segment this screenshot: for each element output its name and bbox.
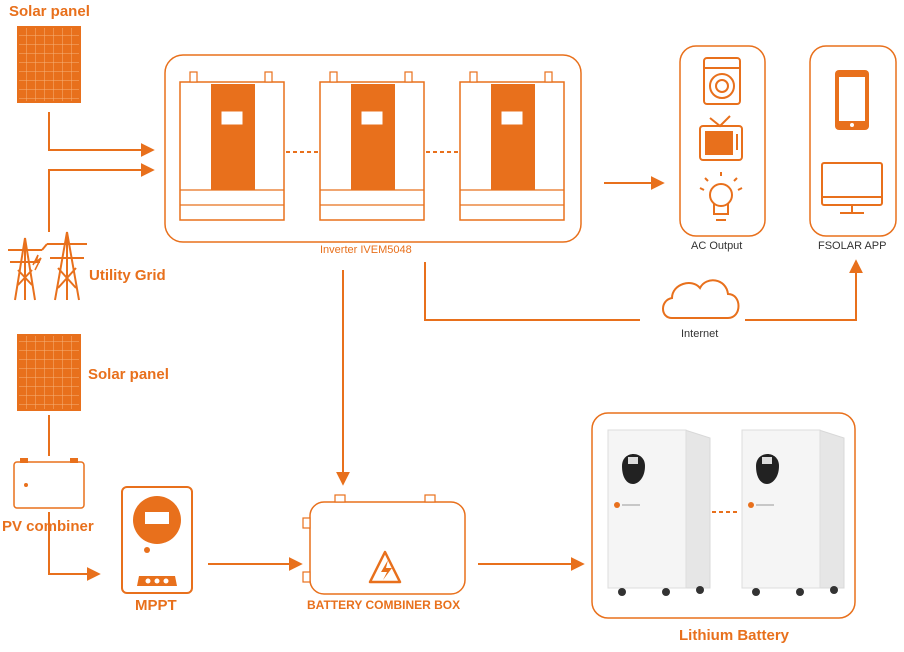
ac-output-frame	[679, 45, 766, 237]
fsolar-app-frame	[809, 45, 897, 237]
lithium-battery-label: Lithium Battery	[679, 627, 790, 644]
smartphone-icon	[835, 70, 869, 130]
washing-machine-icon	[703, 57, 741, 105]
inverter-unit	[319, 71, 425, 221]
left-connectors	[48, 112, 155, 581]
lithium-battery-frame	[591, 412, 856, 619]
mppt-device	[121, 486, 193, 594]
battery-combiner-box	[302, 494, 466, 595]
battery-combiner-box-label: BATTERY COMBINER BOX	[307, 598, 461, 612]
monitor-icon	[821, 162, 883, 214]
cloud-icon	[662, 279, 740, 319]
inverter-unit	[459, 71, 565, 221]
solar-panel-icon	[17, 26, 81, 103]
battery-unit	[607, 429, 711, 596]
solar-panel-bottom-label: Solar panel	[88, 366, 169, 383]
fsolar-app-label: FSOLAR APP	[818, 240, 887, 252]
internet-connectors	[424, 259, 863, 321]
light-bulb-icon	[699, 172, 743, 221]
solar-panel-top-label: Solar panel	[9, 3, 90, 20]
tv-icon	[699, 115, 743, 161]
mppt-label: MPPT	[135, 597, 177, 614]
inverter-group-frame	[164, 54, 582, 243]
pv-combiner-box	[13, 458, 85, 509]
inverter-label: Inverter IVEM5048	[320, 244, 412, 256]
internet-label: Internet	[681, 328, 719, 340]
transmission-tower-icon	[8, 231, 87, 301]
ac-output-label: AC Output	[691, 240, 743, 252]
solar-panel-icon	[17, 334, 81, 411]
utility-grid-label: Utility Grid	[89, 267, 166, 284]
warning-icon	[368, 550, 402, 584]
battery-unit	[741, 429, 845, 596]
inverter-unit	[179, 71, 285, 221]
pv-combiner-label: PV combiner	[2, 518, 94, 535]
